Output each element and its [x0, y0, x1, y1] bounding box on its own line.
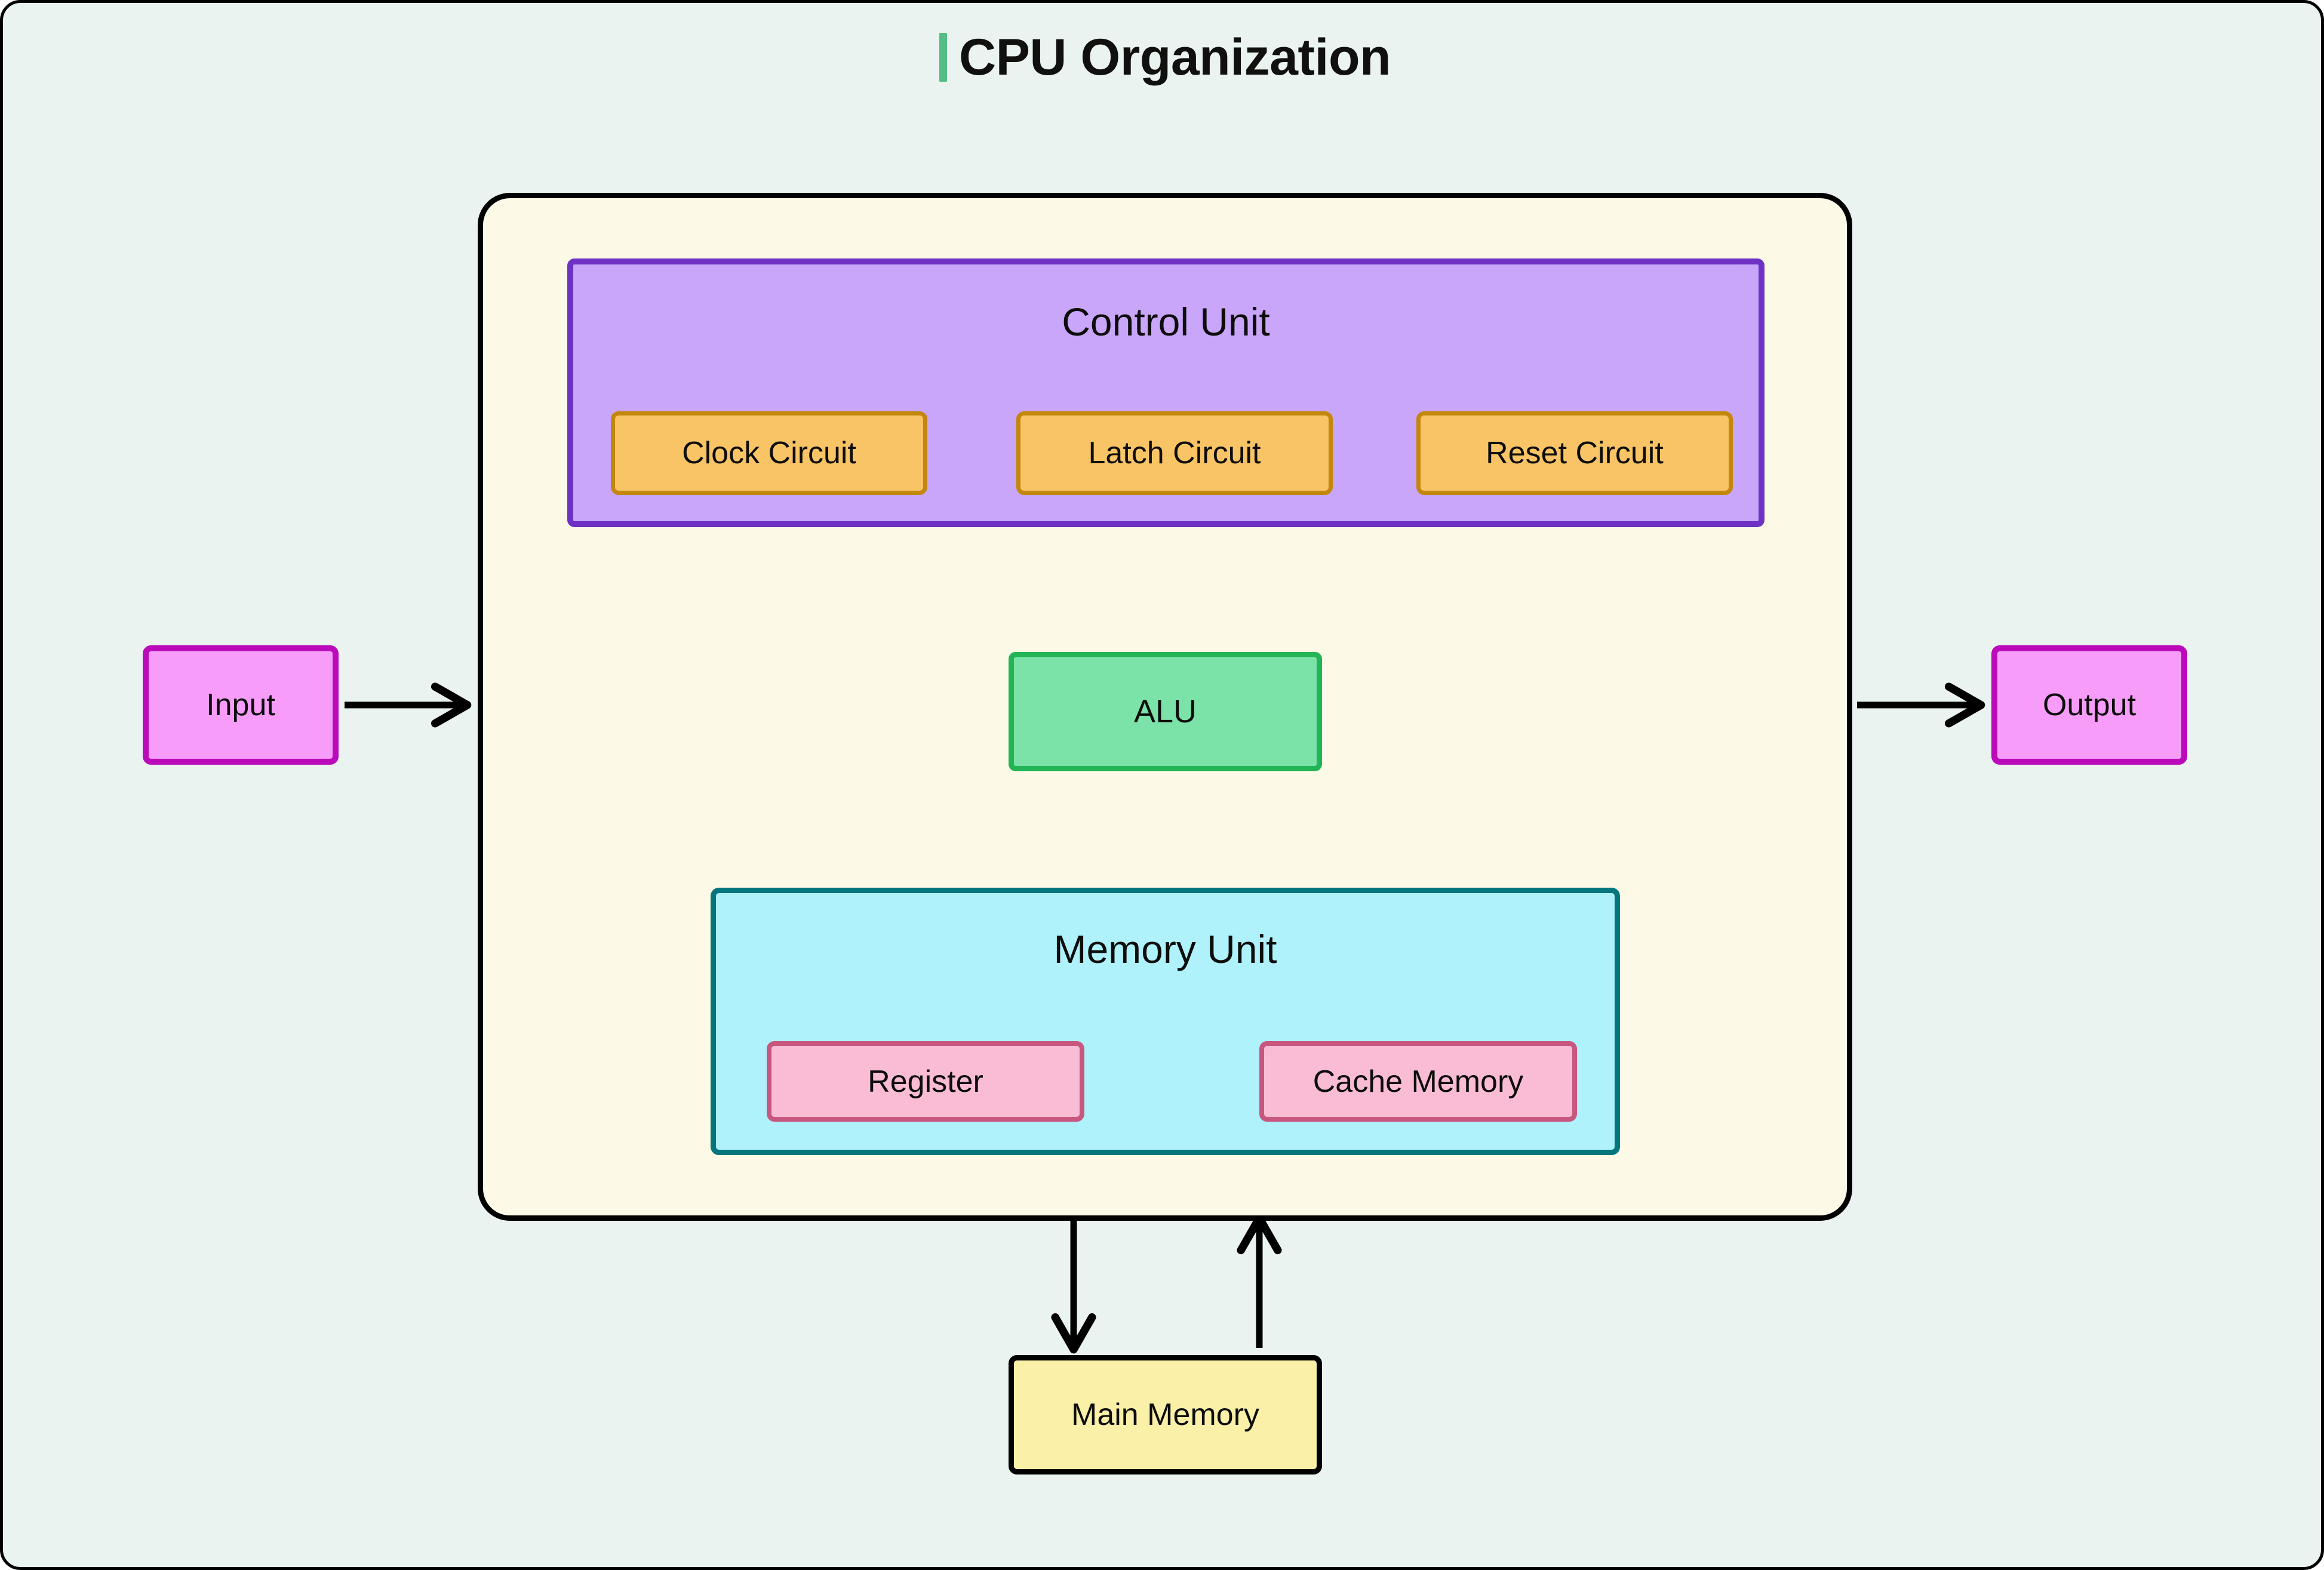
node-register[interactable]: Register [767, 1041, 1084, 1122]
cache-memory-label: Cache Memory [1312, 1064, 1524, 1099]
clock-circuit-label: Clock Circuit [682, 436, 856, 470]
node-input-label: Input [206, 688, 275, 722]
memory-unit-title: Memory Unit [1053, 927, 1277, 971]
reset-circuit-label: Reset Circuit [1486, 436, 1664, 470]
node-control-unit[interactable]: Control Unit Clock Circuit Latch Circuit… [567, 258, 1764, 527]
control-unit-title: Control Unit [1062, 300, 1270, 344]
node-input[interactable]: Input [143, 645, 339, 765]
node-output-label: Output [2042, 688, 2137, 722]
title-accent-bar [939, 33, 947, 82]
node-reset-circuit[interactable]: Reset Circuit [1416, 411, 1733, 495]
page-title: CPU Organization [3, 29, 2321, 86]
register-label: Register [868, 1064, 983, 1099]
alu-label: ALU [1133, 694, 1197, 729]
node-main-memory[interactable]: Main Memory [1009, 1355, 1322, 1474]
node-clock-circuit[interactable]: Clock Circuit [611, 411, 927, 495]
page-title-text: CPU Organization [958, 29, 1391, 86]
node-output[interactable]: Output [1991, 645, 2187, 765]
latch-circuit-label: Latch Circuit [1088, 436, 1261, 470]
node-alu[interactable]: ALU [1009, 652, 1322, 771]
node-latch-circuit[interactable]: Latch Circuit [1016, 411, 1333, 495]
node-cache-memory[interactable]: Cache Memory [1259, 1041, 1577, 1122]
main-memory-label: Main Memory [1071, 1397, 1259, 1432]
node-memory-unit[interactable]: Memory Unit Register Cache Memory [711, 888, 1620, 1155]
